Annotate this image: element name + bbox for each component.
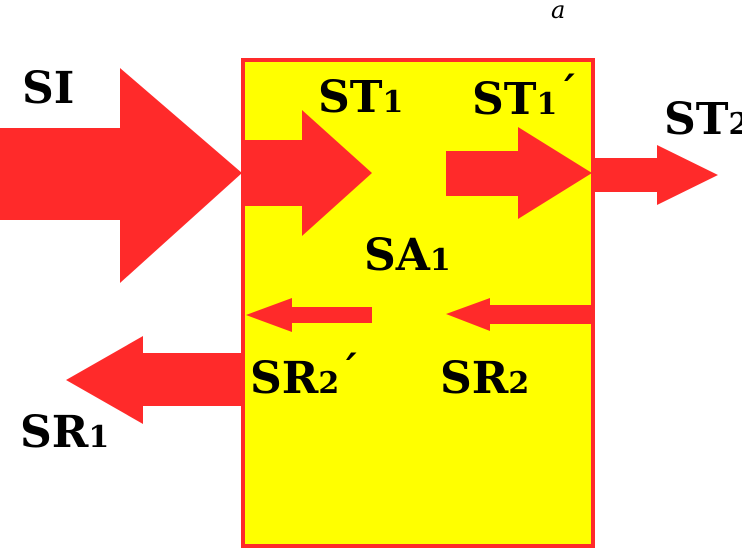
label-st1: ST1 [318,72,403,123]
system-box [241,58,595,548]
label-si: SI [22,63,74,114]
st1-prime-arrow [446,127,592,219]
si-input-arrow [0,68,242,283]
corner-mark: a [551,0,565,24]
st2-output-arrow [592,145,718,205]
sr2-arrow [446,298,592,331]
label-sa1: SA1 [364,230,451,281]
sr2-prime-arrow [246,298,372,332]
label-sr2-prime: SR2´ [250,348,359,404]
sr1-output-arrow [66,336,243,424]
label-sr2: SR2 [440,353,529,404]
label-sr1: SR1 [20,407,109,458]
label-st1-prime: ST1´ [472,69,577,125]
label-st2: ST2 [664,94,742,145]
st1-arrow [243,110,372,236]
